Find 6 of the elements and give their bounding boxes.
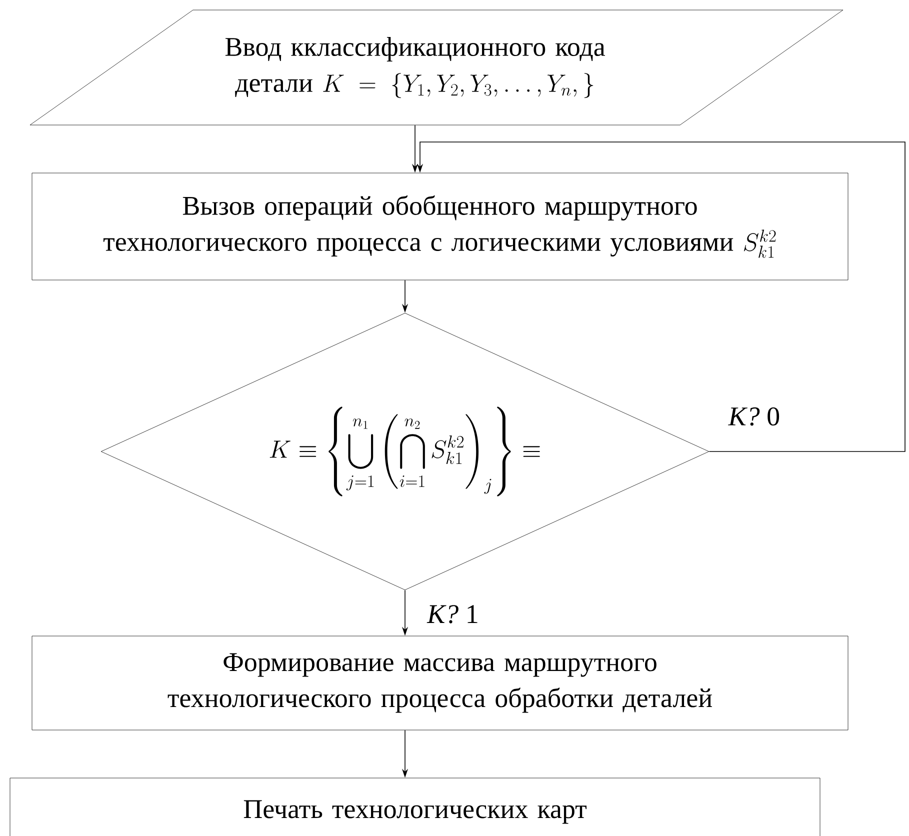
input-parallelogram: Ввод кклассификационного кода детали $K = \left\{Y_1, Y_2, Y_3, \ldots, Y_n,\right\}$ xyxy=(30,10,844,126)
edge-label: K? 0 xyxy=(727,406,782,427)
process-box: Вызов операций обобщенного маршрутного технологического процесса с логическими условиями $S_{k1}^{k2}$ xyxy=(32,172,848,280)
edge-label: K? 1 xyxy=(426,604,480,624)
process-box: Формирование массива маршрутного технологического процесса обработки деталей xyxy=(32,636,848,730)
process-box: Печать технологических карт xyxy=(10,778,820,836)
